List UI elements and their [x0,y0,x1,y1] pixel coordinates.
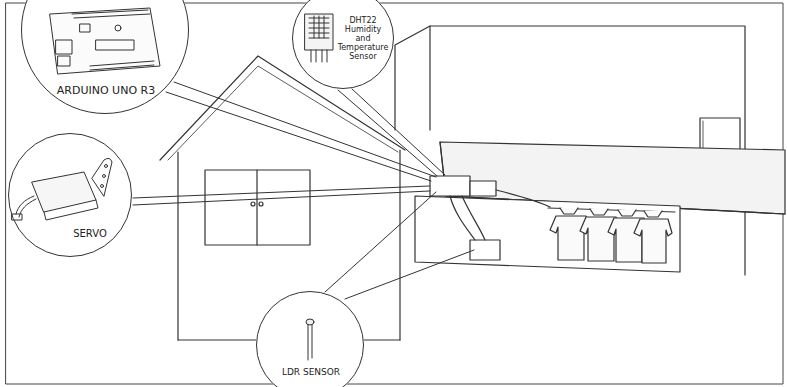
arduino-board-picture [50,8,160,74]
servo-callout: SERVO [8,133,132,257]
dht22-picture [305,14,333,62]
arduino-callout: ARDUINO UNO R3 [21,0,189,114]
leader-lines [133,82,474,299]
ldr-picture [306,319,314,360]
ldr-callout: LDR SENSOR [256,291,364,387]
bubble-grounds [8,0,394,387]
components [430,176,550,260]
house [160,26,785,340]
callout-label: LDR SENSOR [271,367,351,378]
callout-label: SERVO [65,228,115,240]
clothes [550,208,672,263]
callout-label: ARDUINO UNO R3 [48,84,164,97]
servo-picture [12,158,112,220]
dht22-callout: DHT22 Humidity and Temperature Sensor [292,0,394,89]
callout-label: DHT22 Humidity and Temperature Sensor [337,16,389,61]
